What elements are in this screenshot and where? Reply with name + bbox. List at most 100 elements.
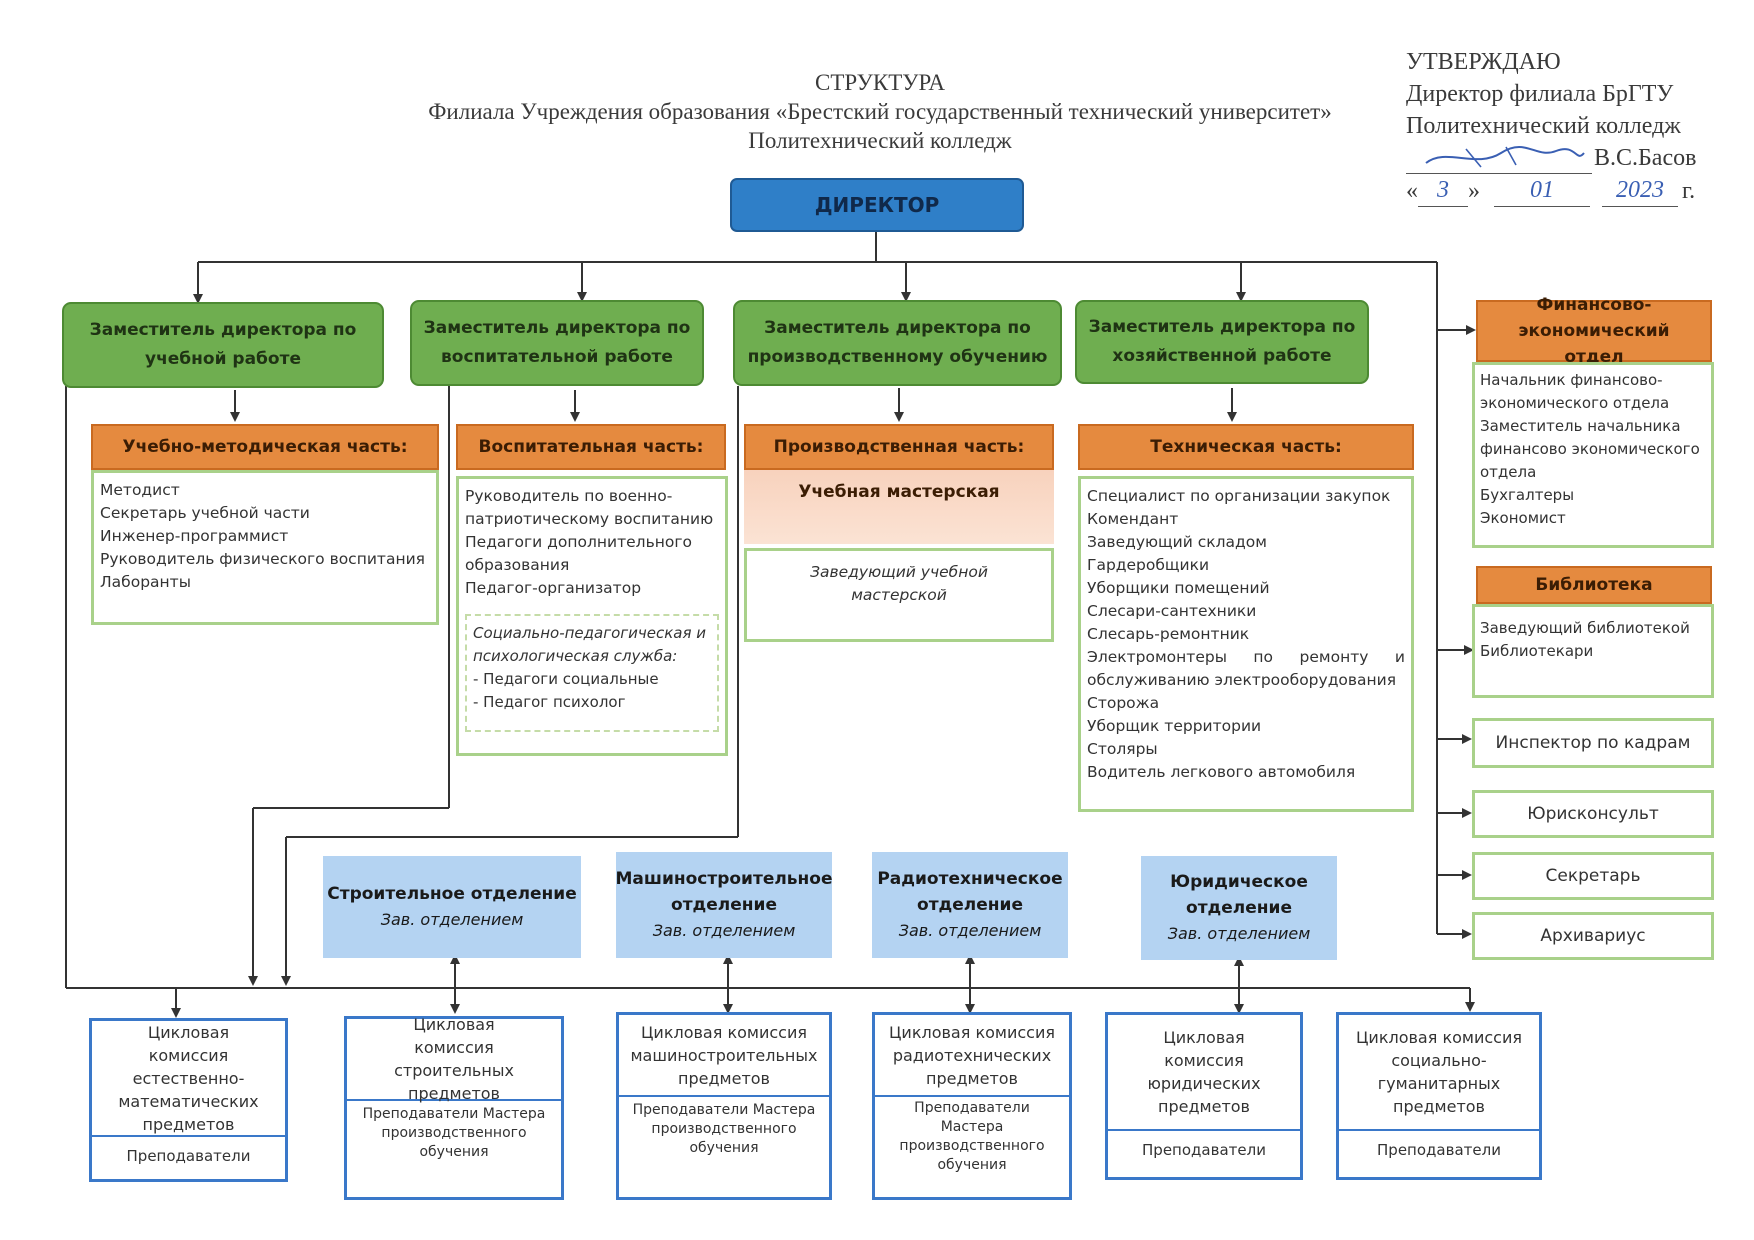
- unit-header-educational: Воспитательная часть:: [456, 424, 726, 470]
- deputy-maintenance: Заместитель директора по хозяйственной р…: [1075, 300, 1369, 384]
- unit-body-educational: Руководитель по военно-патриотическому в…: [456, 476, 728, 756]
- department-name: Радиотехническое отделение: [877, 869, 1063, 915]
- list-item: Педагоги дополнительного образования: [465, 533, 692, 574]
- deputy-academic: Заместитель директора по учебной работе: [62, 302, 384, 388]
- list-item: - Педагоги социальные: [473, 670, 659, 688]
- list-item: Лаборанты: [100, 573, 191, 591]
- list-item: Уборщики помещений: [1087, 579, 1270, 597]
- unit-header-library: Библиотека: [1476, 566, 1712, 604]
- commission-natural-math: Цикловая комиссия естественно-математиче…: [89, 1018, 288, 1182]
- unit-header-methodical: Учебно-методическая часть:: [91, 424, 439, 470]
- secretary-box: Секретарь: [1472, 852, 1714, 900]
- commission-title: Цикловая комиссия строительных предметов: [347, 1015, 561, 1103]
- approval-position: Директор филиала БрГТУ: [1406, 81, 1674, 107]
- chart-title: СТРУКТУРА Филиала Учреждения образования…: [330, 68, 1430, 155]
- list-item: Бухгалтеры: [1480, 486, 1575, 504]
- commission-staff: Преподаватели: [1377, 1141, 1501, 1159]
- list-item: Инженер-программист: [100, 527, 289, 545]
- list-item: Экономист: [1480, 509, 1566, 527]
- list-item: Комендант: [1087, 510, 1179, 528]
- list-item: Педагог-организатор: [465, 579, 642, 597]
- list-item: Водитель легкового автомобиля: [1087, 763, 1356, 781]
- department-legal: Юридическое отделение Зав. отделением: [1141, 856, 1337, 960]
- title-line-3: Политехнический колледж: [748, 128, 1012, 153]
- date-month: 01: [1494, 174, 1590, 207]
- list-item: Библиотекари: [1480, 642, 1594, 660]
- approval-date: « 3 » 01 2023 г.: [1406, 174, 1746, 207]
- list-item: Руководитель по военно-патриотическому в…: [465, 487, 714, 528]
- director-box: ДИРЕКТОР: [730, 178, 1024, 232]
- department-head: Зав. отделением: [380, 910, 524, 929]
- list-item: Уборщик территории: [1087, 717, 1262, 735]
- deputy-educational: Заместитель директора по воспитательной …: [410, 300, 704, 386]
- commission-social-humanitarian: Цикловая комиссия социально-гуманитарных…: [1336, 1012, 1542, 1180]
- list-item: Слесари-сантехники: [1087, 602, 1257, 620]
- list-item: Начальник финансово-экономического отдел…: [1480, 371, 1670, 412]
- approval-heading: УТВЕРЖДАЮ: [1406, 49, 1561, 75]
- date-day: 3: [1418, 174, 1468, 207]
- commission-title: Цикловая комиссия юридических предметов: [1108, 1015, 1300, 1131]
- commission-radio: Цикловая комиссия радиотехнических предм…: [872, 1012, 1072, 1200]
- department-head: Зав. отделением: [898, 921, 1042, 940]
- list-item: Столяры: [1087, 740, 1158, 758]
- unit-header-finance: Финансово-экономический отдел: [1476, 295, 1712, 367]
- unit-body-finance: Начальник финансово-экономического отдел…: [1472, 362, 1714, 548]
- approver-name: В.С.Басов: [1594, 145, 1697, 171]
- unit-body-production: Заведующий учебной мастерской: [744, 548, 1054, 642]
- approval-signature-line: В.С.Басов: [1406, 142, 1746, 174]
- approval-institution: Политехнический колледж: [1406, 113, 1681, 139]
- list-item: - Педагог психолог: [473, 693, 626, 711]
- commission-mechanical: Цикловая комиссия машиностроительных пре…: [616, 1012, 832, 1200]
- department-head: Зав. отделением: [652, 921, 796, 940]
- archivist-box: Архивариус: [1472, 912, 1714, 960]
- list-item: Гардеробщики: [1087, 556, 1210, 574]
- commission-staff: Преподаватели: [1142, 1141, 1266, 1159]
- unit-header-technical: Техническая часть:: [1078, 424, 1414, 470]
- social-psych-service: Социально-педагогическая и психологическ…: [465, 614, 719, 732]
- list-item: Заведующий библиотекой: [1480, 619, 1690, 637]
- commission-staff: Преподаватели Мастера производственного …: [362, 1106, 546, 1160]
- deputy-production: Заместитель директора по производственно…: [733, 300, 1062, 386]
- commission-title: Цикловая комиссия социально-гуманитарных…: [1339, 1015, 1539, 1131]
- list-item: Методист: [100, 481, 180, 499]
- signature-icon: [1406, 145, 1592, 174]
- commission-legal: Цикловая комиссия юридических предметов …: [1105, 1012, 1303, 1180]
- workshop-header: Учебная мастерская: [744, 470, 1054, 544]
- list-item: Заместитель начальника финансово экономи…: [1480, 417, 1700, 481]
- list-item: Слесарь-ремонтник: [1087, 625, 1250, 643]
- handwritten-signature: [1425, 146, 1585, 168]
- commission-title: Цикловая комиссия радиотехнических предм…: [875, 1015, 1069, 1097]
- unit-body-technical: Специалист по организации закупок Коменд…: [1078, 476, 1414, 812]
- list-item: Заведующий складом: [1087, 533, 1267, 551]
- unit-header-production: Производственная часть:: [744, 424, 1054, 470]
- commission-title: Цикловая комиссия машиностроительных пре…: [619, 1015, 829, 1097]
- commission-staff: Преподаватели: [126, 1147, 251, 1165]
- department-name: Машиностроительное отделение: [615, 869, 833, 915]
- list-item: Секретарь учебной части: [100, 504, 310, 522]
- list-item: Руководитель физического воспитания: [100, 550, 425, 568]
- service-title: Социально-педагогическая и психологическ…: [473, 624, 707, 665]
- approval-block: УТВЕРЖДАЮ Директор филиала БрГТУ Политех…: [1406, 46, 1746, 207]
- date-year: 2023: [1602, 174, 1678, 207]
- unit-body-methodical: Методист Секретарь учебной части Инженер…: [91, 470, 439, 625]
- title-line-1: СТРУКТУРА: [814, 70, 946, 95]
- department-radio: Радиотехническое отделение Зав. отделени…: [872, 852, 1068, 958]
- unit-body-library: Заведующий библиотекой Библиотекари: [1472, 604, 1714, 698]
- list-item: Электромонтеры по ремонту и обслуживанию…: [1087, 648, 1405, 689]
- department-construction: Строительное отделение Зав. отделением: [323, 856, 581, 958]
- commission-construction: Цикловая комиссия строительных предметов…: [344, 1015, 564, 1200]
- list-item: Сторожа: [1087, 694, 1160, 712]
- department-head: Зав. отделением: [1167, 924, 1311, 943]
- department-mechanical: Машиностроительное отделение Зав. отделе…: [615, 852, 833, 958]
- commission-staff: Преподаватели Мастера производственного …: [632, 1102, 816, 1156]
- hr-inspector-box: Инспектор по кадрам: [1472, 718, 1714, 768]
- department-name: Юридическое отделение: [1170, 872, 1308, 918]
- list-item: Заведующий учебной мастерской: [810, 563, 988, 604]
- commission-title: Цикловая комиссия естественно-математиче…: [92, 1021, 285, 1137]
- legal-advisor-box: Юрисконсульт: [1472, 790, 1714, 838]
- list-item: Специалист по организации закупок: [1087, 487, 1391, 505]
- commission-staff: Преподаватели Мастера производственного …: [899, 1100, 1045, 1173]
- department-name: Строительное отделение: [327, 884, 577, 904]
- title-line-2: Филиала Учреждения образования «Брестски…: [428, 99, 1332, 124]
